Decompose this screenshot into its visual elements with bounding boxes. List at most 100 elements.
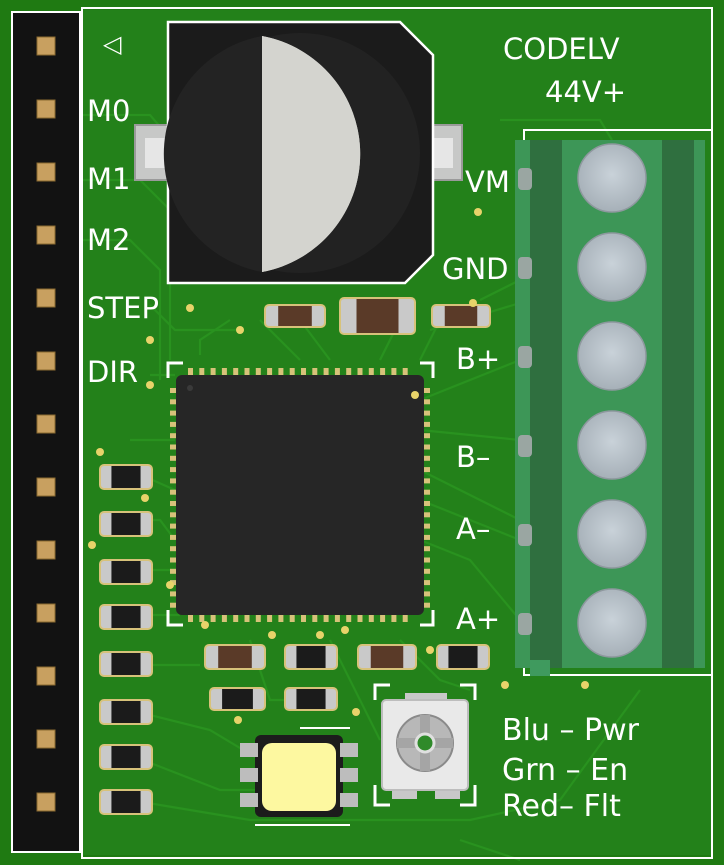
via: [474, 208, 482, 216]
ic-pin-bottom: [312, 612, 318, 622]
header-pin: [36, 477, 56, 497]
ic-pin-bottom: [402, 612, 408, 622]
led-lens: [262, 743, 336, 811]
ic-pin-top: [278, 368, 284, 378]
trimpot-silk: [373, 683, 477, 807]
ic-pin-left: [170, 478, 180, 484]
ic-pin-top: [267, 368, 273, 378]
capacitor-body: [356, 299, 399, 333]
board-title-line2: 44V+: [545, 75, 627, 109]
ic-pin-left: [170, 388, 180, 393]
via: [581, 681, 589, 689]
via: [316, 631, 324, 639]
terminal-clip: [518, 346, 532, 368]
ic-pin-top: [210, 368, 216, 378]
ic-pin-bottom: [244, 612, 250, 622]
ic-pin-right: [420, 523, 430, 529]
led-pad-r3: [340, 793, 358, 807]
ic-pin-right: [420, 602, 430, 608]
ic-pin-bottom: [221, 612, 227, 622]
resistor-body: [448, 646, 478, 668]
terminal-block-stripe-left: [530, 140, 562, 668]
vias: [88, 208, 589, 724]
ic-pin-bottom: [323, 612, 329, 622]
terminal-block-stripe-right: [662, 140, 694, 668]
terminal-screws: [518, 143, 647, 658]
trimpot-center: [414, 732, 436, 754]
header-pin: [36, 540, 56, 560]
ic-pin-left: [170, 433, 180, 439]
ic-pin-right: [420, 512, 430, 518]
ic-pin-bottom: [334, 612, 340, 622]
via: [341, 626, 349, 634]
header-pin: [36, 414, 56, 434]
ic-pin-left: [170, 501, 180, 506]
ic-pin-left: [170, 410, 180, 416]
terminal-clip: [518, 435, 532, 457]
resistor-body: [111, 513, 141, 535]
label-step: STEP: [87, 291, 159, 325]
terminal-screw: [577, 410, 647, 480]
ic-pin-right: [420, 388, 430, 393]
ic-pin-top: [346, 368, 352, 378]
ic-pin-top: [233, 368, 239, 378]
ic-pin-top: [301, 368, 306, 378]
via: [96, 448, 104, 456]
ic-pin-bottom: [368, 612, 374, 622]
resistor-body: [111, 746, 141, 768]
label-vm: VM: [465, 165, 510, 199]
via: [469, 299, 477, 307]
ic-pin-bottom: [301, 612, 306, 622]
label-dir: DIR: [87, 355, 139, 389]
ic-pin-top: [357, 368, 363, 378]
header-pin: [36, 351, 56, 371]
ic-pin-left: [170, 591, 180, 597]
led-pad-l1: [240, 743, 258, 757]
ic-pin-left: [170, 534, 180, 540]
resistor-body: [111, 791, 141, 813]
legend-red-fault: Red– Flt: [502, 789, 621, 824]
resistor-body: [111, 466, 141, 488]
terminal-block-foot: [530, 660, 550, 676]
ic-pin-right: [420, 501, 430, 506]
terminal-screw: [577, 143, 647, 213]
terminal-screw: [577, 588, 647, 658]
label-b-plus: B+: [456, 342, 501, 376]
ic-pin-right: [420, 455, 430, 461]
via: [166, 581, 174, 589]
ic-pin-right: [420, 534, 430, 540]
terminal-clip: [518, 524, 532, 546]
ic-pin-left: [170, 512, 180, 518]
ic-pin-bottom: [210, 612, 216, 622]
ic-pin-right: [420, 568, 430, 574]
ic-pin-right: [420, 433, 430, 439]
resistor-body: [222, 689, 253, 709]
ic-pin-left: [170, 580, 180, 586]
resistor-body: [444, 306, 478, 326]
ic-pin-left: [170, 557, 180, 563]
ic-pin-right: [420, 478, 430, 484]
ic-pin-right: [420, 489, 430, 495]
via: [146, 336, 154, 344]
ic-pin-left: [170, 399, 180, 405]
led-pad-r2: [340, 768, 358, 782]
ic-pin-left: [170, 489, 180, 495]
ic-pin-right: [420, 444, 430, 450]
ic-pin-left: [170, 546, 180, 552]
ic-pin-bottom: [233, 612, 239, 622]
terminal-clip: [518, 257, 532, 279]
header-pin: [36, 603, 56, 623]
via: [426, 646, 434, 654]
via: [141, 494, 149, 502]
ic-pin-top: [380, 368, 386, 378]
ic-pin-bottom: [289, 612, 295, 622]
via: [268, 631, 276, 639]
ic-pin-top: [199, 368, 205, 378]
ic-pin-right: [420, 580, 430, 586]
terminal-screw: [577, 499, 647, 569]
smd-components: [99, 297, 491, 815]
resistor-body: [296, 689, 326, 709]
ic-pin-right: [420, 591, 430, 597]
